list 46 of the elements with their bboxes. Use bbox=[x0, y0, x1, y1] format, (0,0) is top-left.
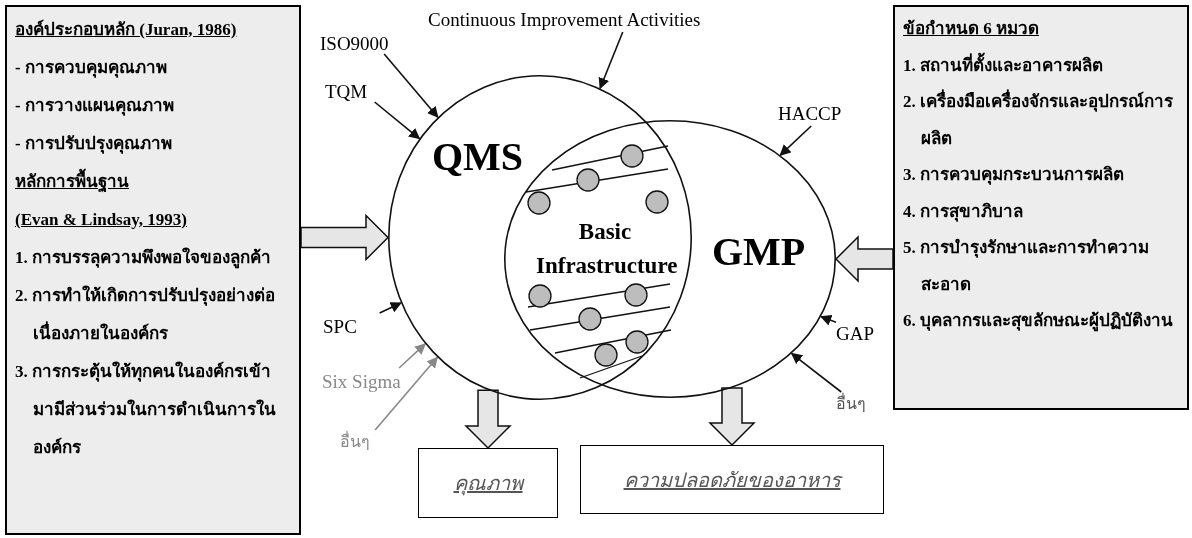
side-label: Continuous Improvement Activities bbox=[428, 9, 701, 30]
side-label: ISO9000 bbox=[320, 33, 389, 54]
arrow bbox=[374, 356, 439, 431]
info-panel bbox=[5, 5, 301, 535]
side-label: GAP bbox=[836, 323, 874, 344]
arrow bbox=[820, 315, 837, 326]
info-panel bbox=[893, 5, 1189, 410]
side-label: TQM bbox=[325, 81, 368, 102]
list-item: - การควบคุมคุณภาพ bbox=[15, 57, 168, 80]
list-item: 4. การสุขาภิบาล bbox=[903, 200, 1024, 224]
arrow bbox=[779, 125, 812, 156]
arrow bbox=[383, 53, 439, 119]
block-arrow bbox=[708, 387, 756, 447]
circle-label: QMS bbox=[432, 137, 524, 177]
result-label: คุณภาพ bbox=[453, 471, 523, 498]
arrow bbox=[598, 31, 624, 90]
list-item: 5. การบำรุงรักษาและการทำความสะอาด bbox=[903, 237, 1150, 296]
list-item: 2. การทำให้เกิดการปรับปรุงอย่างต่อเนื่องภายในองค์กร bbox=[15, 284, 276, 345]
list-item: 1. สถานที่ตั้งและอาคารผลิต bbox=[903, 47, 1175, 84]
side-label: อื่นๆ bbox=[340, 433, 370, 450]
arrow bbox=[378, 302, 402, 314]
block-arrow bbox=[464, 389, 512, 450]
circle-label: GMP bbox=[712, 232, 806, 272]
section-heading: องค์ประกอบหลัก (Juran, 1986) bbox=[15, 18, 238, 41]
list-item: - การปรับปรุงคุณภาพ bbox=[15, 133, 173, 156]
result-box bbox=[580, 445, 884, 514]
result-box bbox=[418, 448, 558, 518]
list-item: - การวางแผนคุณภาพ bbox=[15, 95, 175, 118]
arrow bbox=[398, 343, 426, 369]
section-heading: ข้อกำหนด 6 หมวด bbox=[903, 18, 1040, 40]
side-label: อื่นๆ bbox=[836, 395, 866, 412]
list-item: 2. เครื่องมือเครื่องจักรและอุปกรณ์การผลิต bbox=[903, 84, 1175, 157]
side-label: Six Sigma bbox=[322, 371, 401, 392]
list-item: 6. บุคลากรและสุขลักษณะผู้ปฏิบัติงาน bbox=[903, 310, 1174, 334]
section-heading: (Evan & Lindsay, 1993) bbox=[15, 209, 188, 231]
side-label: SPC bbox=[323, 316, 357, 337]
arrow bbox=[373, 101, 421, 140]
list-item: 3. การกระตุ้นให้ทุกคนในองค์กรเข้ามามีส่วนร่วมในการดำเนินการในองค์กร bbox=[15, 360, 277, 459]
arrow bbox=[790, 352, 843, 393]
list-item: 3. การควบคุมกระบวนการผลิต bbox=[903, 164, 1125, 187]
list-item: 1. การบรรลุความพึงพอใจของลูกค้า bbox=[15, 246, 272, 271]
result-label: ความปลอดภัยของอาหาร bbox=[623, 467, 841, 493]
block-arrow bbox=[834, 235, 894, 283]
block-arrow bbox=[300, 213, 390, 262]
side-label: HACCP bbox=[778, 103, 842, 124]
section-heading: หลักการพื้นฐาน bbox=[15, 163, 283, 201]
